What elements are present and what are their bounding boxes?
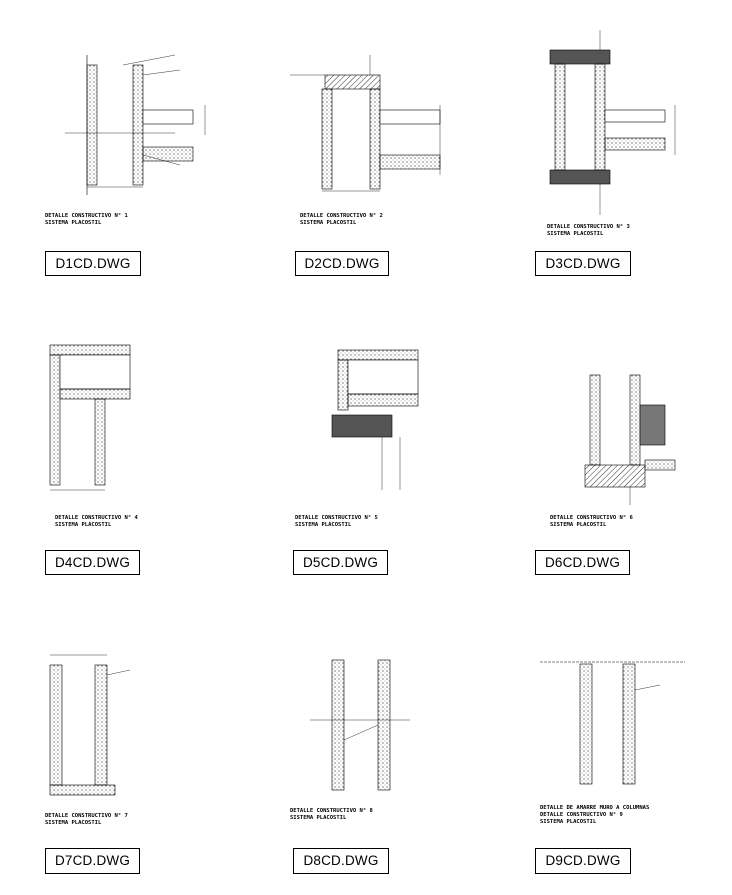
detail-3-drawing [535,30,705,220]
detail-2-system: SISTEMA PLACOSTIL [300,220,357,226]
detail-9-title: DETALLE CONSTRUCTIVO N° 9 [540,812,623,818]
detail-2-caption: DETALLE CONSTRUCTIVO N° 2 SISTEMA PLACOS… [300,213,383,227]
detail-8-title: DETALLE CONSTRUCTIVO N° 8 [290,808,373,814]
file-label-d4[interactable]: D4CD.DWG [45,550,140,575]
detail-4-drawing [45,325,215,505]
detail-7-drawing [45,645,215,810]
file-label-d9[interactable]: D9CD.DWG [535,848,631,874]
detail-1-title: DETALLE CONSTRUCTIVO N° 1 [45,213,128,219]
detail-6-caption: DETALLE CONSTRUCTIVO N° 6 SISTEMA PLACOS… [550,515,633,529]
detail-9-svg [540,661,685,785]
detail-9-system: SISTEMA PLACOSTIL [540,819,597,825]
detail-5-svg [331,349,419,490]
detail-6-system: SISTEMA PLACOSTIL [550,522,607,528]
file-label-d1[interactable]: D1CD.DWG [45,251,141,276]
detail-9-note: DETALLE DE AMARRE MURO A COLUMNAS [540,805,650,811]
detail-8-drawing [290,650,460,795]
detail-3-system: SISTEMA PLACOSTIL [547,231,604,237]
detail-4-svg [49,344,131,491]
detail-7-svg [49,654,131,796]
file-label-d6[interactable]: D6CD.DWG [535,550,630,575]
detail-8-caption: DETALLE CONSTRUCTIVO N° 8 SISTEMA PLACOS… [290,808,373,822]
detail-4-system: SISTEMA PLACOSTIL [55,522,112,528]
detail-7-title: DETALLE CONSTRUCTIVO N° 7 [45,813,128,819]
detail-3-title: DETALLE CONSTRUCTIVO N° 3 [547,224,630,230]
detail-1-caption: DETALLE CONSTRUCTIVO N° 1 SISTEMA PLACOS… [45,213,128,227]
file-label-d2[interactable]: D2CD.DWG [295,251,389,276]
file-label-d3[interactable]: D3CD.DWG [535,251,631,276]
detail-5-system: SISTEMA PLACOSTIL [295,522,352,528]
file-label-d7[interactable]: D7CD.DWG [45,848,140,874]
detail-3-caption: DETALLE CONSTRUCTIVO N° 3 SISTEMA PLACOS… [547,224,630,238]
file-label-d5[interactable]: D5CD.DWG [293,550,388,575]
detail-2-drawing [290,45,470,205]
detail-4-title: DETALLE CONSTRUCTIVO N° 4 [55,515,138,521]
detail-6-drawing [535,355,705,505]
detail-1-system: SISTEMA PLACOSTIL [45,220,102,226]
detail-5-caption: DETALLE CONSTRUCTIVO N° 5 SISTEMA PLACOS… [295,515,378,529]
detail-9-drawing [535,650,705,800]
detail-1-svg [65,54,206,195]
detail-7-caption: DETALLE CONSTRUCTIVO N° 7 SISTEMA PLACOS… [45,813,128,827]
detail-2-svg [290,55,441,192]
detail-8-system: SISTEMA PLACOSTIL [290,815,347,821]
detail-6-svg [584,374,676,505]
detail-9-caption: DETALLE DE AMARRE MURO A COLUMNAS DETALL… [540,805,649,826]
detail-7-system: SISTEMA PLACOSTIL [45,820,102,826]
detail-6-title: DETALLE CONSTRUCTIVO N° 6 [550,515,633,521]
detail-5-drawing [290,330,460,490]
file-label-d8[interactable]: D8CD.DWG [293,848,389,874]
detail-2-title: DETALLE CONSTRUCTIVO N° 2 [300,213,383,219]
detail-4-caption: DETALLE CONSTRUCTIVO N° 4 SISTEMA PLACOS… [55,515,138,529]
detail-8-svg [310,659,410,791]
detail-1-drawing [45,45,225,195]
detail-5-title: DETALLE CONSTRUCTIVO N° 5 [295,515,378,521]
detail-3-svg [549,30,676,215]
